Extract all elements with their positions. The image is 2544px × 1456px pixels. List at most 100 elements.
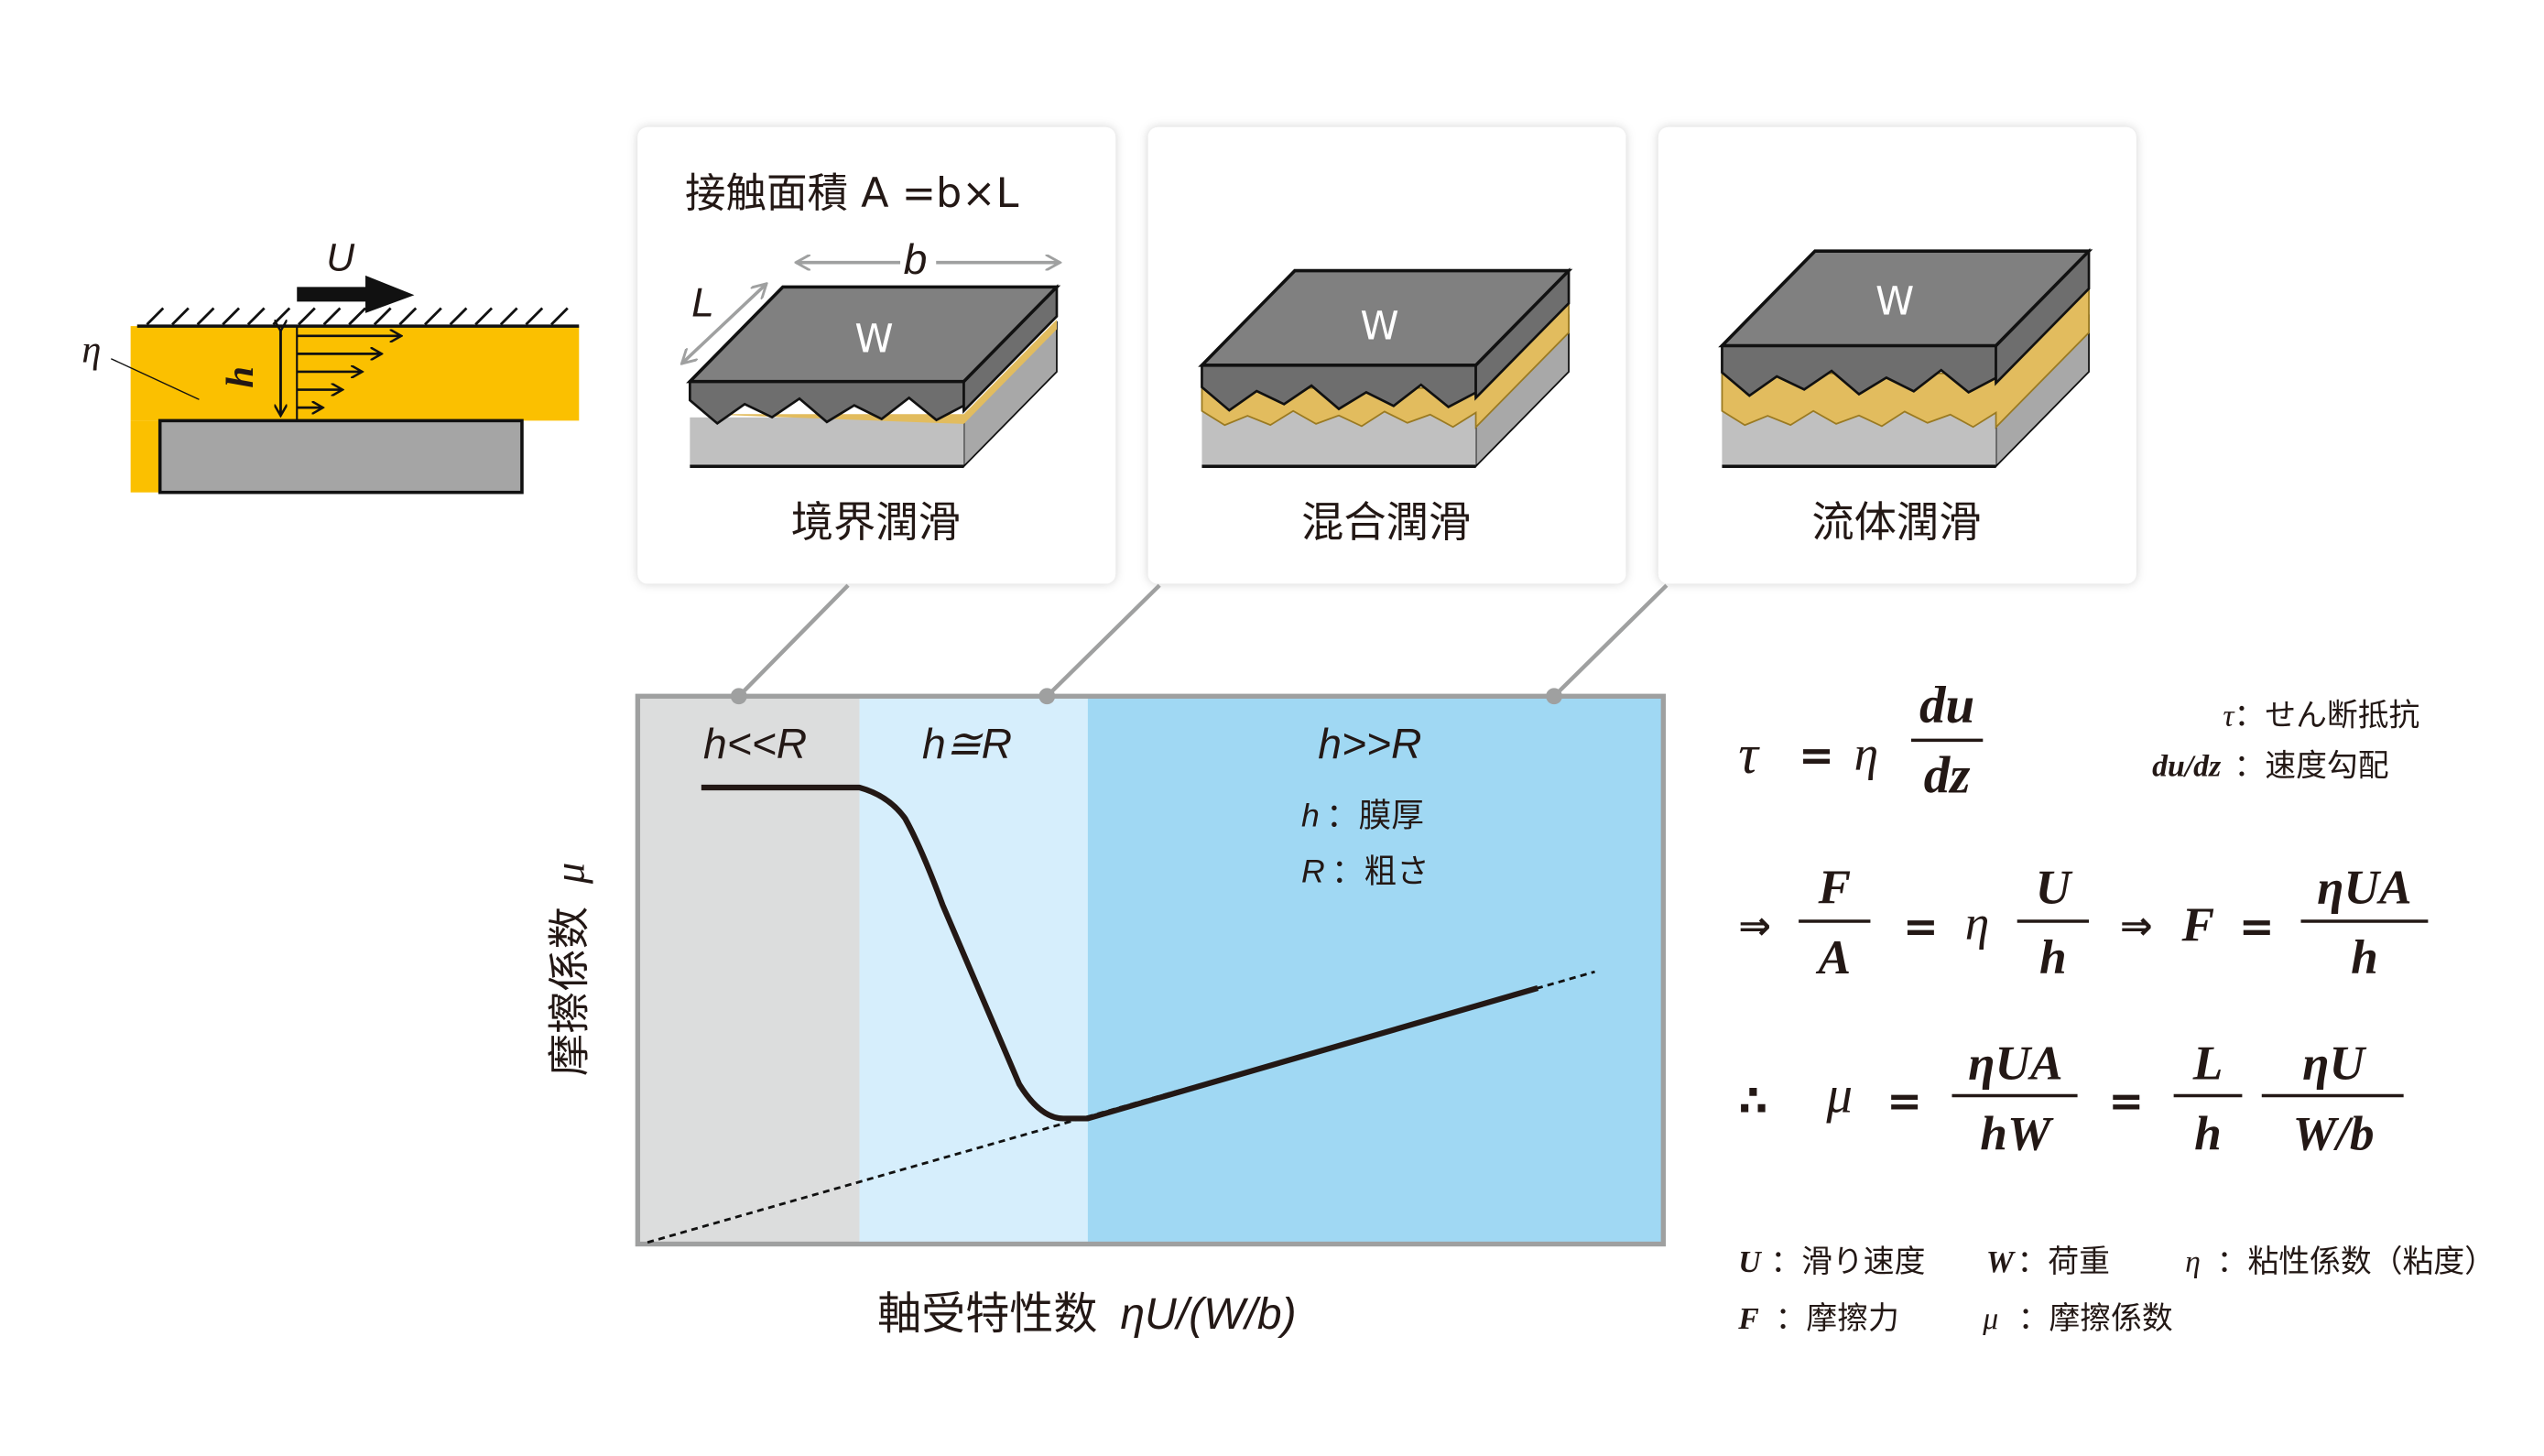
svg-text:η: η xyxy=(1965,896,1989,951)
oil-film-side xyxy=(130,420,164,493)
hatch-line xyxy=(499,307,518,326)
svg-text:W/b: W/b xyxy=(2293,1105,2375,1160)
hatch-line xyxy=(474,307,494,326)
svg-text:hW: hW xyxy=(1980,1105,2054,1160)
velocity-profile-arrows xyxy=(297,336,401,407)
card-connectors xyxy=(737,583,1669,698)
symbol-eta: η：粘性係数（粘度） xyxy=(2185,1244,2495,1279)
svg-text:h: h xyxy=(2194,1105,2222,1160)
lower-block-front xyxy=(690,417,964,467)
symbol-legend: U：滑り速度 W：荷重 η：粘性係数（粘度） F：摩擦力 μ：摩擦係数 xyxy=(1737,1244,2495,1336)
svg-text:du: du xyxy=(1919,677,1974,734)
length-label: L xyxy=(691,280,714,325)
hatch-line xyxy=(322,307,342,326)
connector-dot xyxy=(1546,688,1562,705)
hatch-line xyxy=(196,307,215,326)
velocity-arrow-icon xyxy=(297,275,415,313)
hatch-line xyxy=(298,307,316,326)
connector-line xyxy=(1552,583,1669,698)
svg-text:=: = xyxy=(1799,730,1834,779)
hatch-line xyxy=(550,307,569,326)
formula-force: ⇒ F A = η U h ⇒ F = ηUA h xyxy=(1738,859,2429,984)
hatch-line xyxy=(222,307,241,326)
svg-text:τ: τ xyxy=(1738,724,1760,786)
chart-frame xyxy=(635,693,1666,1247)
region-fluid xyxy=(1087,696,1664,1244)
svg-text:∴: ∴ xyxy=(1738,1076,1767,1125)
svg-text:U: U xyxy=(2036,859,2073,914)
region-label-boundary: h<<R xyxy=(703,720,807,767)
hatch-line xyxy=(449,307,468,326)
load-label: W xyxy=(854,317,893,363)
connector-line xyxy=(1045,583,1161,698)
region-label-fluid: h>>R xyxy=(1318,720,1421,767)
formula-friction-coefficient: ∴ μ = ηUA hW = L h ηU W/b xyxy=(1738,1036,2404,1160)
hatch-line xyxy=(171,307,190,326)
svg-text:dz: dz xyxy=(1924,746,1971,804)
wall-hatching xyxy=(146,307,569,326)
symbol-f: F：摩擦力 xyxy=(1737,1300,1899,1336)
svg-text:F: F xyxy=(1817,859,1851,914)
svg-text:F: F xyxy=(2181,896,2215,951)
region-mixed xyxy=(859,696,1088,1244)
contact-block xyxy=(686,284,1061,469)
lower-block-front xyxy=(1722,410,1996,467)
hatch-line xyxy=(348,307,367,326)
lower-surface xyxy=(158,418,524,494)
hatch-line xyxy=(246,307,266,326)
hatch-line xyxy=(146,307,165,326)
connector-line xyxy=(737,583,850,698)
viscosity-leader xyxy=(110,358,200,400)
contact-block xyxy=(1718,247,2093,469)
symbol-mu: μ：摩擦係数 xyxy=(1982,1300,2172,1336)
card-mixed-lubrication: W 混合潤滑 xyxy=(1147,126,1626,584)
legend-r: R：粗さ xyxy=(1301,853,1430,890)
svg-text:A: A xyxy=(1815,929,1851,984)
svg-text:h: h xyxy=(2039,929,2067,984)
symbol-u: U：滑り速度 xyxy=(1738,1244,1925,1279)
card-title: 境界潤滑 xyxy=(791,497,961,547)
svg-text:ηU: ηU xyxy=(2302,1036,2366,1091)
svg-text:η: η xyxy=(1854,725,1879,780)
svg-text:=: = xyxy=(1886,1076,1922,1125)
card-fluid-lubrication: W 流体潤滑 xyxy=(1658,126,2136,584)
formula-shear: τ = η du dz τ ：せん断抵抗 du/dz ：速度勾配 xyxy=(1738,677,2419,805)
svg-text:=: = xyxy=(2108,1076,2144,1125)
oil-film xyxy=(1721,277,2090,429)
svg-text:μ: μ xyxy=(1825,1066,1853,1124)
svg-text:=: = xyxy=(1903,901,1939,951)
connector-dot xyxy=(730,688,747,705)
viscosity-label: η xyxy=(82,328,101,371)
region-boundary xyxy=(637,696,860,1244)
gap-label: h xyxy=(219,366,262,388)
hatch-line xyxy=(525,307,544,326)
legend-h: h：膜厚 xyxy=(1301,798,1424,835)
svg-text:=: = xyxy=(2239,901,2275,951)
definition-du-dz: du/dz xyxy=(2152,750,2222,784)
svg-text:⇒: ⇒ xyxy=(1738,904,1771,950)
definition-tau: τ xyxy=(2223,699,2235,733)
stribeck-curve xyxy=(701,784,1539,1122)
card-title: 流体潤滑 xyxy=(1811,497,1981,547)
svg-text:L: L xyxy=(2192,1036,2223,1091)
load-label: W xyxy=(1360,303,1398,349)
svg-text:：速度勾配: ：速度勾配 xyxy=(2234,748,2389,784)
svg-text:ηUA: ηUA xyxy=(1968,1036,2063,1091)
card-boundary-lubrication: 接触面積 A =b×L b L W 境界潤滑 xyxy=(637,126,1116,584)
y-axis-label: 摩擦係数μ xyxy=(545,863,594,1076)
card-title: 混合潤滑 xyxy=(1301,497,1471,547)
hatch-line xyxy=(398,307,418,326)
hatch-line xyxy=(424,307,442,326)
oil-film xyxy=(130,326,580,421)
area-formula: 接触面積 A =b×L xyxy=(685,170,1019,217)
upper-block-top xyxy=(1198,268,1573,367)
hatch-line xyxy=(272,307,291,326)
svg-text:：せん断抵抗: ：せん断抵抗 xyxy=(2234,697,2420,733)
length-arrow xyxy=(681,284,766,364)
upper-block-top xyxy=(1718,249,2093,348)
hatch-line xyxy=(373,307,392,326)
lower-block-front xyxy=(1201,410,1476,467)
